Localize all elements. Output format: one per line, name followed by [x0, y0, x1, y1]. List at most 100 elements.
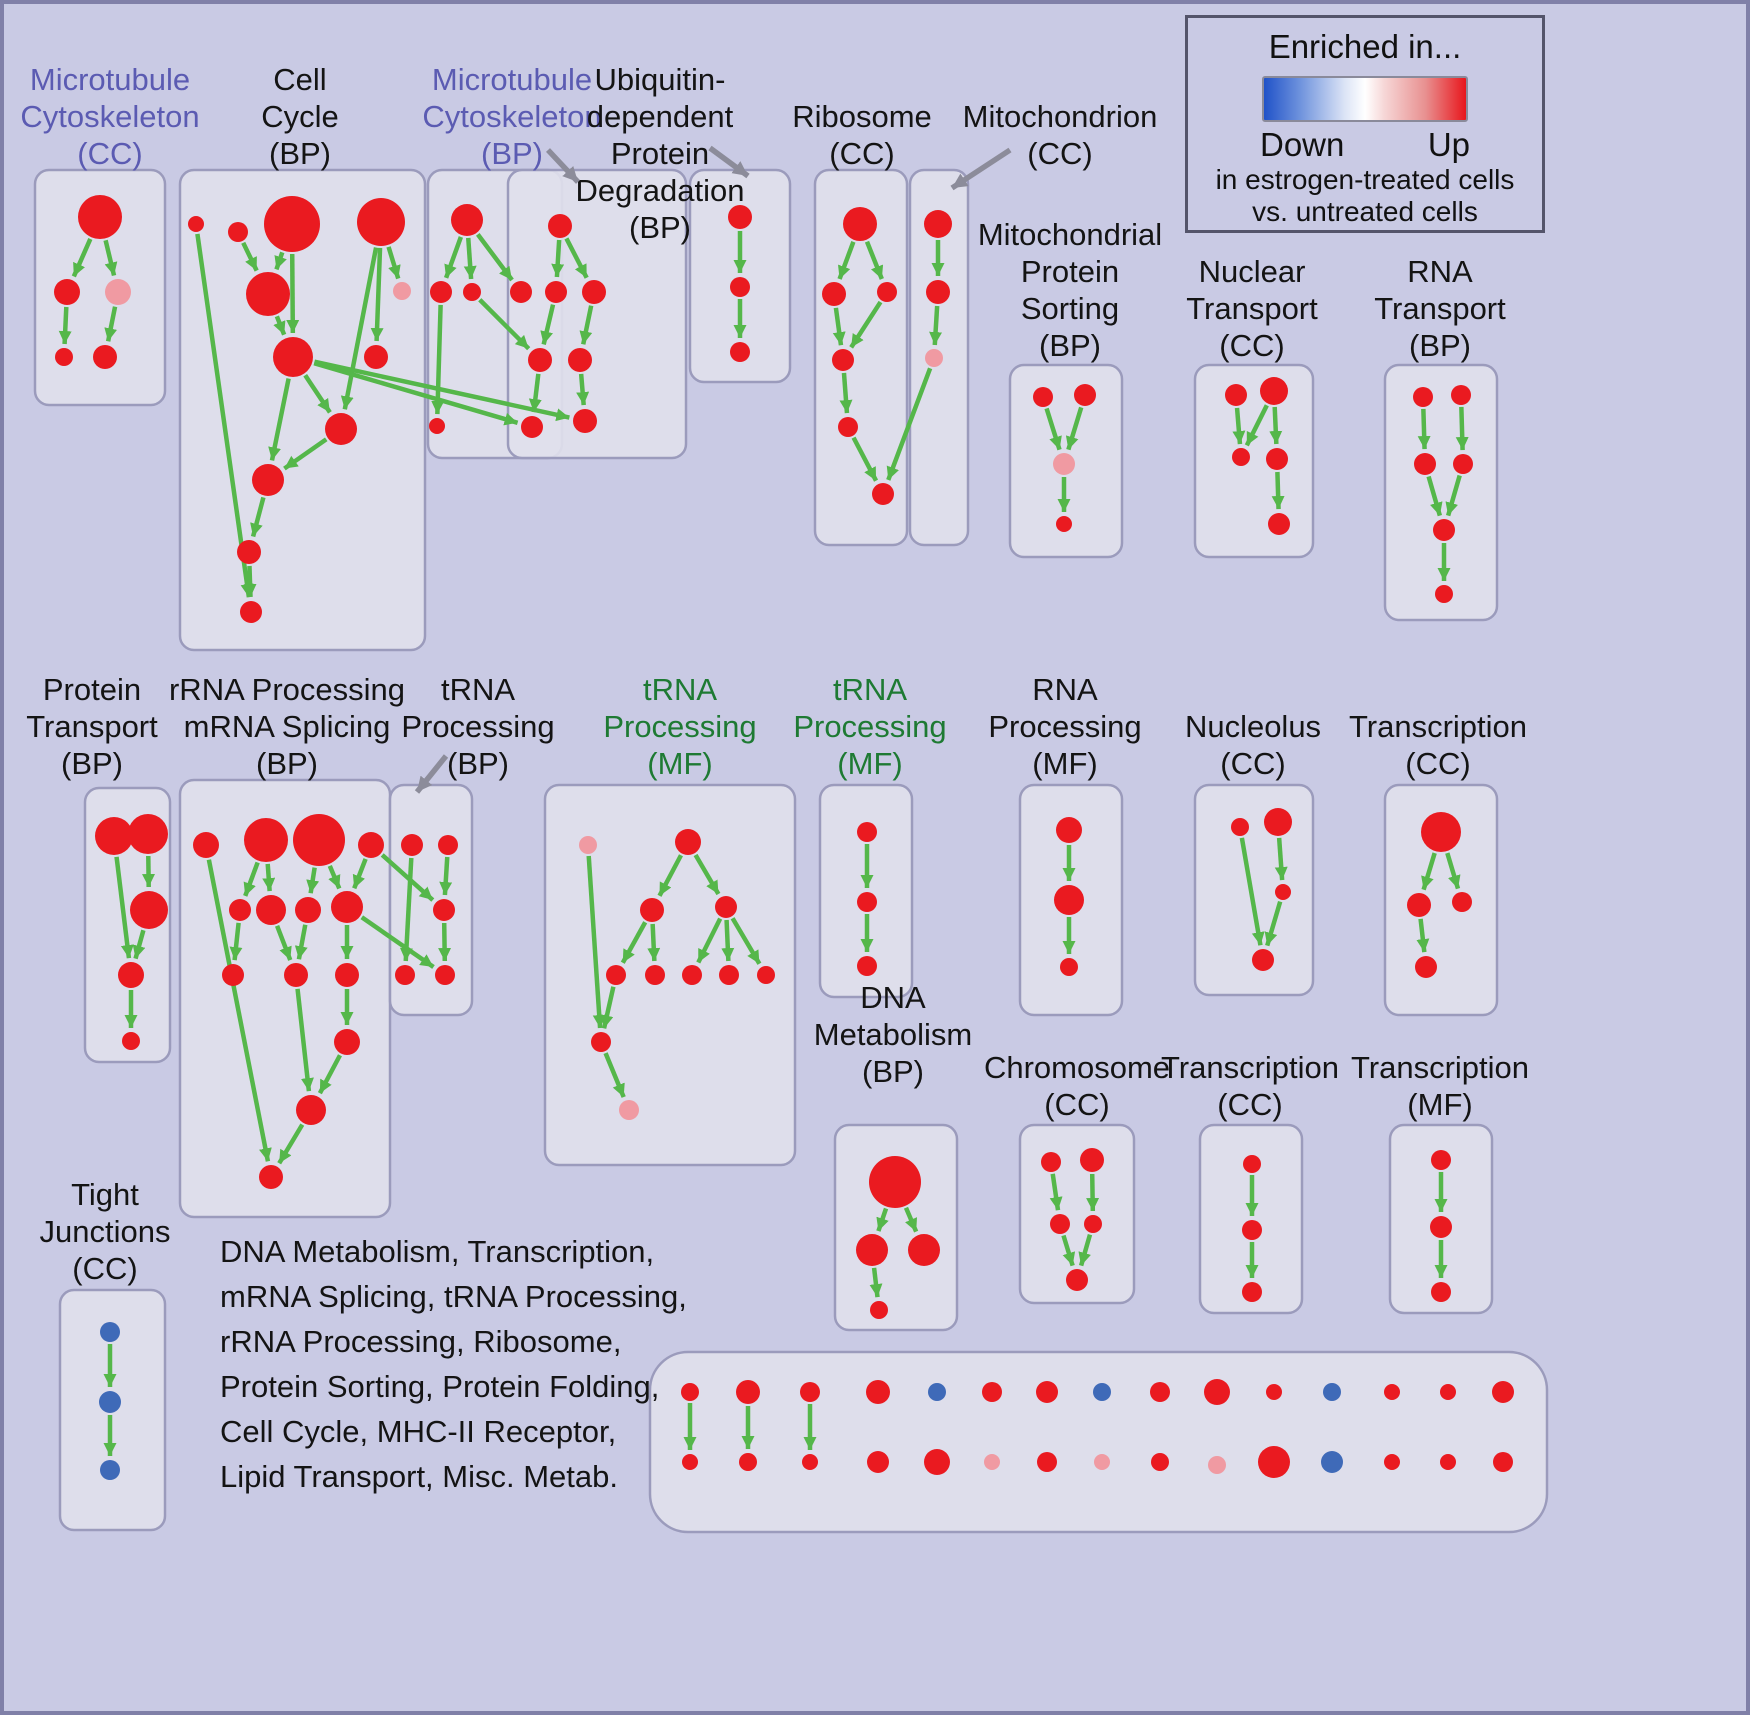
cluster-label-cell-cycle-bp: Cycle: [261, 99, 339, 134]
legend-subtitle-1: in estrogen-treated cells: [1215, 164, 1515, 195]
go-term-node-q1: [1231, 818, 1249, 836]
cluster-label-dna-metabolism-bp: Metabolism: [814, 1017, 973, 1052]
go-term-node-b5: [246, 272, 290, 316]
cluster-label-dna-metabolism-bp: (BP): [862, 1054, 924, 1089]
edge-arrow-l2-l6: [262, 863, 276, 892]
go-term-node-bt4: [866, 1380, 890, 1404]
go-term-node-bt11: [1266, 1384, 1282, 1400]
edge-arrow-n1-n10: [586, 855, 606, 1029]
misc-group-note-line: Cell Cycle, MHC-II Receptor,: [220, 1414, 616, 1449]
cluster-label-microtubule-cytoskeleton-cc: (CC): [77, 136, 142, 171]
edge-arrow-n2-n4: [693, 853, 721, 896]
go-term-node-t1: [869, 1156, 921, 1208]
edge-arrow-d5-d7: [528, 373, 542, 413]
legend-down-label: Down: [1260, 126, 1345, 163]
pointer-arrows-layer: [414, 145, 1012, 794]
edge-arrow-l6-l10: [275, 925, 293, 961]
cluster-label-rrna-processing-mrna-splicing-bp: rRNA Processing: [169, 672, 405, 707]
go-term-node-c2: [430, 281, 452, 303]
edge-arrow-b4-b8: [370, 247, 384, 342]
go-term-node-a3: [105, 279, 131, 305]
edge-arrow-f4-f5: [839, 372, 853, 414]
misc-group-note-line: Protein Sorting, Protein Folding,: [220, 1369, 659, 1404]
cluster-label-protein-transport-bp: Protein: [43, 672, 141, 707]
go-term-node-q2: [1264, 808, 1292, 836]
go-term-node-l5: [229, 899, 251, 921]
go-term-node-k3: [130, 891, 168, 929]
go-term-node-bt10: [1204, 1379, 1230, 1405]
cluster-box-nuclear-transport-cc: [1193, 363, 1315, 559]
edge-arrow-l12-l13: [317, 1054, 342, 1095]
edge-arrow-f3-f4: [849, 300, 883, 349]
misc-group-note-line: rRNA Processing, Ribosome,: [220, 1324, 621, 1359]
cluster-label-trna-processing-mf-large: (MF): [647, 746, 712, 781]
go-term-node-f3: [877, 282, 897, 302]
go-term-node-bt3: [800, 1382, 820, 1402]
edge-arrow-j4-j5: [1445, 474, 1462, 517]
go-term-node-m5: [435, 965, 455, 985]
cluster-label-ubiquitin-dependent-protein-degradation-bp: (BP): [629, 210, 691, 245]
go-term-node-l11: [335, 963, 359, 987]
go-term-node-bb5: [924, 1449, 950, 1475]
go-term-node-l3: [293, 814, 345, 866]
cluster-label-transcription-cc-mid: Transcription: [1349, 709, 1527, 744]
edge-arrow-n4-n7: [696, 917, 723, 964]
edge-arrow-m2-m4: [439, 856, 453, 896]
cluster-label-rna-transport-bp: RNA: [1407, 254, 1473, 289]
go-term-node-bb10: [1208, 1456, 1226, 1474]
edge-arrow-a3-a5: [104, 306, 118, 342]
edge-arrow-b10-b11: [250, 496, 266, 538]
cluster-label-tight-junctions-cc: Tight: [71, 1177, 139, 1212]
go-term-node-o1: [857, 822, 877, 842]
legend-up-label: Up: [1427, 126, 1470, 163]
go-term-node-u4: [1084, 1215, 1102, 1233]
cluster-label-trna-processing-mf-large: Processing: [603, 709, 756, 744]
labels-layer: MicrotubuleCytoskeleton(CC)CellCycle(BP)…: [20, 62, 1529, 1494]
cluster-label-mitochondrion-cc: Mitochondrion: [963, 99, 1158, 134]
go-term-node-b8: [364, 345, 388, 369]
go-term-node-bb9: [1151, 1453, 1169, 1471]
go-term-node-u1: [1041, 1152, 1061, 1172]
edge-arrow-j1-j3: [1417, 408, 1431, 450]
go-term-node-r2: [1407, 893, 1431, 917]
cluster-box-transcription-cc-mid: [1383, 783, 1499, 1017]
go-term-node-f5: [838, 417, 858, 437]
go-term-node-k1: [95, 817, 133, 855]
cluster-label-nuclear-transport-cc: Transport: [1186, 291, 1318, 326]
go-term-node-bb6: [984, 1454, 1000, 1470]
cluster-label-trna-processing-mf-large: tRNA: [643, 672, 717, 707]
go-term-node-j3: [1414, 453, 1436, 475]
go-term-node-f6: [872, 483, 894, 505]
edge-arrow-i2-i3: [1244, 404, 1269, 447]
go-term-node-bb14: [1440, 1454, 1456, 1470]
go-term-node-n4: [715, 896, 737, 918]
cluster-label-transcription-cc-bottom: Transcription: [1161, 1050, 1339, 1085]
go-term-node-n10: [591, 1032, 611, 1052]
go-term-node-i4: [1266, 448, 1288, 470]
edge-arrow-b7-d8: [314, 359, 570, 422]
edge-arrow-j3-j5: [1426, 475, 1443, 517]
go-term-node-m1: [401, 834, 423, 856]
edge-arrow-c3-d5: [478, 298, 531, 351]
cluster-label-trna-processing-bp: tRNA: [441, 672, 515, 707]
edge-arrow-b3-b7: [286, 253, 300, 334]
cluster-label-rna-processing-mf: RNA: [1032, 672, 1098, 707]
cluster-label-transcription-cc-bottom: (CC): [1217, 1087, 1282, 1122]
go-term-node-w3: [1431, 1282, 1451, 1302]
cluster-label-microtubule-cytoskeleton-bp: (BP): [481, 136, 543, 171]
edge-arrow-b9-b10: [283, 437, 328, 471]
go-term-node-e2: [730, 277, 750, 297]
go-term-node-n9: [757, 966, 775, 984]
cluster-label-chromosome-cc: (CC): [1044, 1087, 1109, 1122]
cluster-label-rna-transport-bp: (BP): [1409, 328, 1471, 363]
edge-arrow-t2-t4: [869, 1267, 883, 1298]
go-term-node-h3: [1053, 453, 1075, 475]
go-term-node-d8: [573, 409, 597, 433]
legend-gradient-bar: [1262, 76, 1468, 122]
go-term-node-t2: [856, 1234, 888, 1266]
go-term-node-n8: [719, 965, 739, 985]
edge-arrow-b7-d7: [313, 361, 519, 426]
misc-group-note-line: mRNA Splicing, tRNA Processing,: [220, 1279, 687, 1314]
